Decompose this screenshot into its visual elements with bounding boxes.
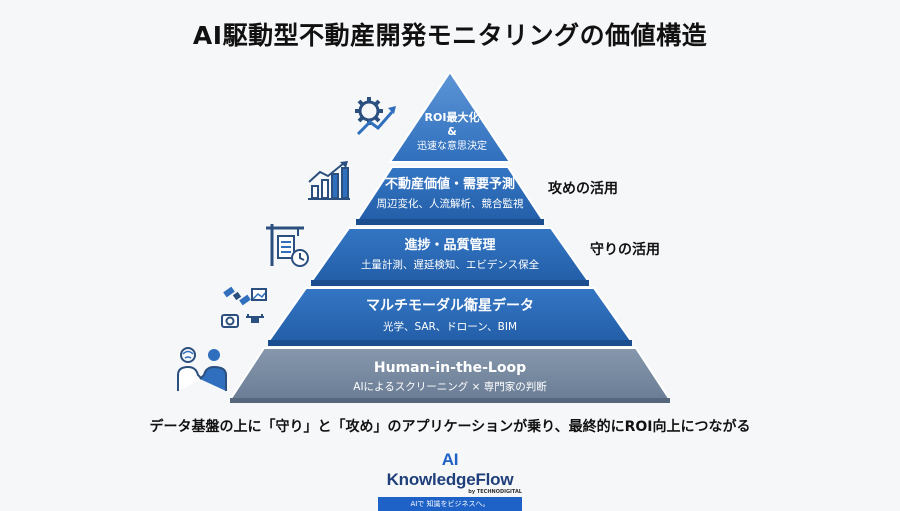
tier-roi-amp: & xyxy=(447,125,457,138)
tier-progress-title: 進捗・品質管理 xyxy=(404,237,495,253)
tier-hitl-sub: AIによるスクリーニング × 専門家の判断 xyxy=(353,380,547,393)
logo-name-text: KnowledgeFlow xyxy=(386,470,514,489)
logo-tagline: AIで 知識をビジネスへ。 xyxy=(378,497,522,511)
logo-ai: AI xyxy=(441,450,459,469)
tier-progress-sub: 土量計測、遅延検知、エビデンス保全 xyxy=(361,258,540,271)
tier-hitl-title: Human-in-the-Loop xyxy=(374,360,526,376)
logo-wordmark: AI KnowledgeFlow xyxy=(378,450,522,490)
crane-checklist-icon xyxy=(266,224,309,267)
pyramid-tier-progress-quality: 進捗・品質管理 土量計測、遅延検知、エビデンス保全 xyxy=(309,227,591,286)
logo-byline: by TECHNODIGITAL xyxy=(468,489,522,495)
page-title: AI駆動型不動産開発モニタリングの価値構造 xyxy=(192,21,708,50)
pyramid-tier-roi: ROI最大化 & 迅速な意思決定 xyxy=(388,70,512,163)
tier-value-title: 不動産価値・需要予測 xyxy=(385,176,515,192)
tier-roi-title: ROI最大化 xyxy=(425,110,480,124)
gear-growth-icon xyxy=(355,97,396,136)
tier-value-sub: 周辺変化、人流解析、競合監視 xyxy=(377,197,524,210)
summary-caption: データ基盤の上に「守り」と「攻め」のアプリケーションが乗り、最終的にROI向上に… xyxy=(149,419,751,435)
tier-satellite-sub: 光学、SAR、ドローン、BIM xyxy=(383,320,517,333)
growth-chart-icon xyxy=(308,161,350,200)
defense-usage-label: 守りの活用 xyxy=(590,242,660,258)
tier-satellite-title: マルチモーダル衛星データ xyxy=(366,297,534,314)
pyramid-tier-human-in-the-loop: Human-in-the-Loop AIによるスクリーニング × 専門家の判断 xyxy=(228,347,672,403)
pyramid-tier-value-forecast: 不動産価値・需要予測 周辺変化、人流解析、競合監視 xyxy=(354,166,546,225)
pyramid-tier-satellite-data: マルチモーダル衛星データ 光学、SAR、ドローン、BIM xyxy=(266,287,634,346)
tier-roi-sub: 迅速な意思決定 xyxy=(417,139,487,152)
satellite-drone-icon xyxy=(221,286,267,328)
offense-usage-label: 攻めの活用 xyxy=(548,181,618,197)
human-ai-handshake-icon xyxy=(177,347,227,391)
